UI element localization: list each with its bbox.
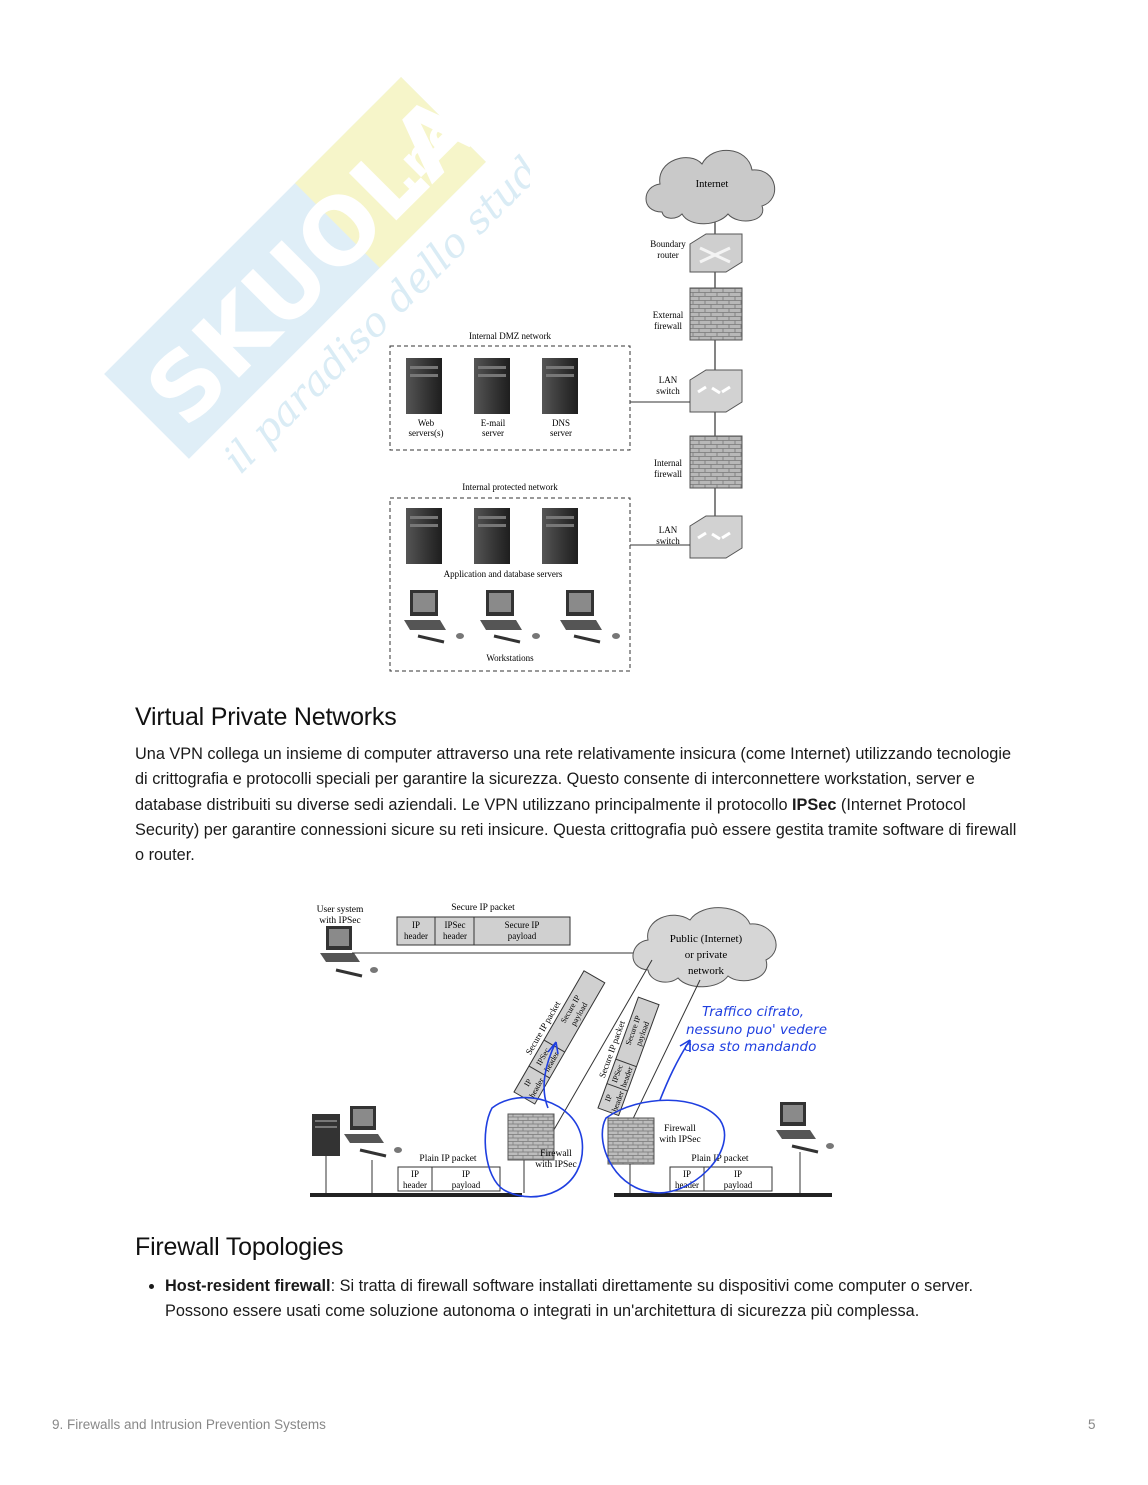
server-icon: [474, 508, 510, 564]
server-icon: [406, 358, 442, 414]
workstations-label: Workstations: [486, 653, 534, 663]
dmz-zone: [389, 345, 631, 451]
list-item: Host-resident firewall: Si tratta di fir…: [165, 1274, 1035, 1325]
server-icon: [406, 508, 442, 564]
secure-ip-packet: Secure IP packet IPheader IPSecheader Se…: [513, 970, 606, 1105]
topologies-list: Host-resident firewall: Si tratta di fir…: [145, 1274, 1035, 1325]
app-servers-label: Application and database servers: [444, 569, 563, 579]
footer-document-title: 9. Firewalls and Intrusion Prevention Sy…: [52, 1417, 326, 1432]
section-title-topologies: Firewall Topologies: [135, 1233, 344, 1261]
ipsec-term: IPSec: [792, 795, 837, 814]
plain-ip-packet: [397, 1166, 501, 1192]
server-icon: [542, 358, 578, 414]
workstation-icon: [344, 1106, 402, 1158]
secure-packet-title: Secure IP packet: [451, 903, 515, 913]
page-number: 5: [1088, 1417, 1096, 1432]
server-icon: [474, 358, 510, 414]
internet-label: Internet: [696, 179, 729, 190]
firewall-icon: [607, 1117, 655, 1165]
workstation-icon: [560, 590, 620, 644]
protected-title: Internal protected network: [462, 482, 558, 492]
vpn-paragraph: Una VPN collega un insieme di computer a…: [135, 745, 1017, 865]
workstation-icon: [320, 926, 378, 978]
firewall-icon: [507, 1113, 555, 1161]
section-title-vpn: Virtual Private Networks: [135, 703, 397, 731]
external-firewall-icon: [689, 287, 743, 341]
server-icon: [542, 508, 578, 564]
protected-zone: [389, 497, 631, 672]
internet-cloud: [645, 150, 776, 225]
secure-ip-packet: [396, 916, 571, 946]
workstation-icon: [776, 1102, 834, 1154]
list-item-term: Host-resident firewall: [165, 1277, 331, 1295]
plain-packet-title: Plain IP packet: [691, 1154, 749, 1164]
workstation-icon: [480, 590, 540, 644]
internal-firewall-icon: [689, 435, 743, 489]
lan-switch-icon: [689, 369, 743, 413]
workstation-icon: [404, 590, 464, 644]
boundary-router-icon: [689, 233, 743, 273]
dmz-title: Internal DMZ network: [469, 331, 551, 341]
server-icon: [312, 1114, 340, 1156]
plain-ip-packet: [669, 1166, 773, 1192]
public-network-cloud: [632, 907, 777, 988]
plain-packet-title: Plain IP packet: [419, 1154, 477, 1164]
lan-switch-icon: [689, 515, 743, 559]
handwritten-annotation: [484, 1039, 726, 1198]
